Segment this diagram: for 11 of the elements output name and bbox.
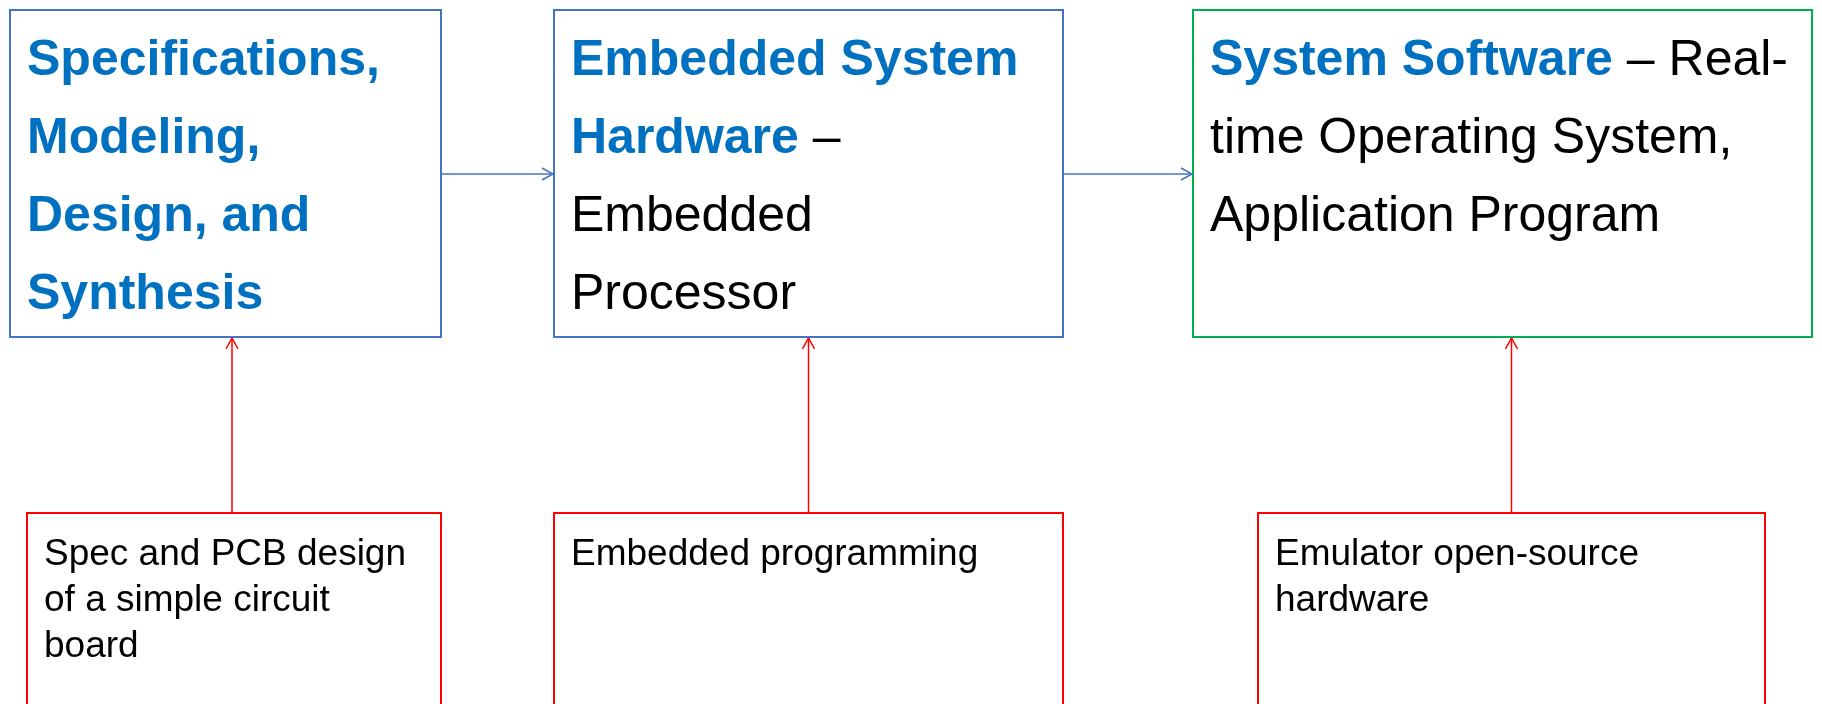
arrow xyxy=(225,337,239,513)
example-box: Spec and PCB design of a simple circuit board xyxy=(26,512,442,704)
arrow xyxy=(1063,167,1193,181)
example-box: Emulator open-source hardware xyxy=(1257,512,1766,704)
stage-box: System Software – Real-time Operating System, Application Program xyxy=(1192,9,1813,338)
example-box: Embedded programming xyxy=(553,512,1064,704)
arrow xyxy=(441,167,554,181)
stage-box: Specifications, Modeling, Design, and Synthesis xyxy=(9,9,442,338)
arrow xyxy=(1504,337,1519,513)
arrow xyxy=(801,337,816,513)
stage-box: Embedded System Hardware – Embedded Processor xyxy=(553,9,1064,338)
